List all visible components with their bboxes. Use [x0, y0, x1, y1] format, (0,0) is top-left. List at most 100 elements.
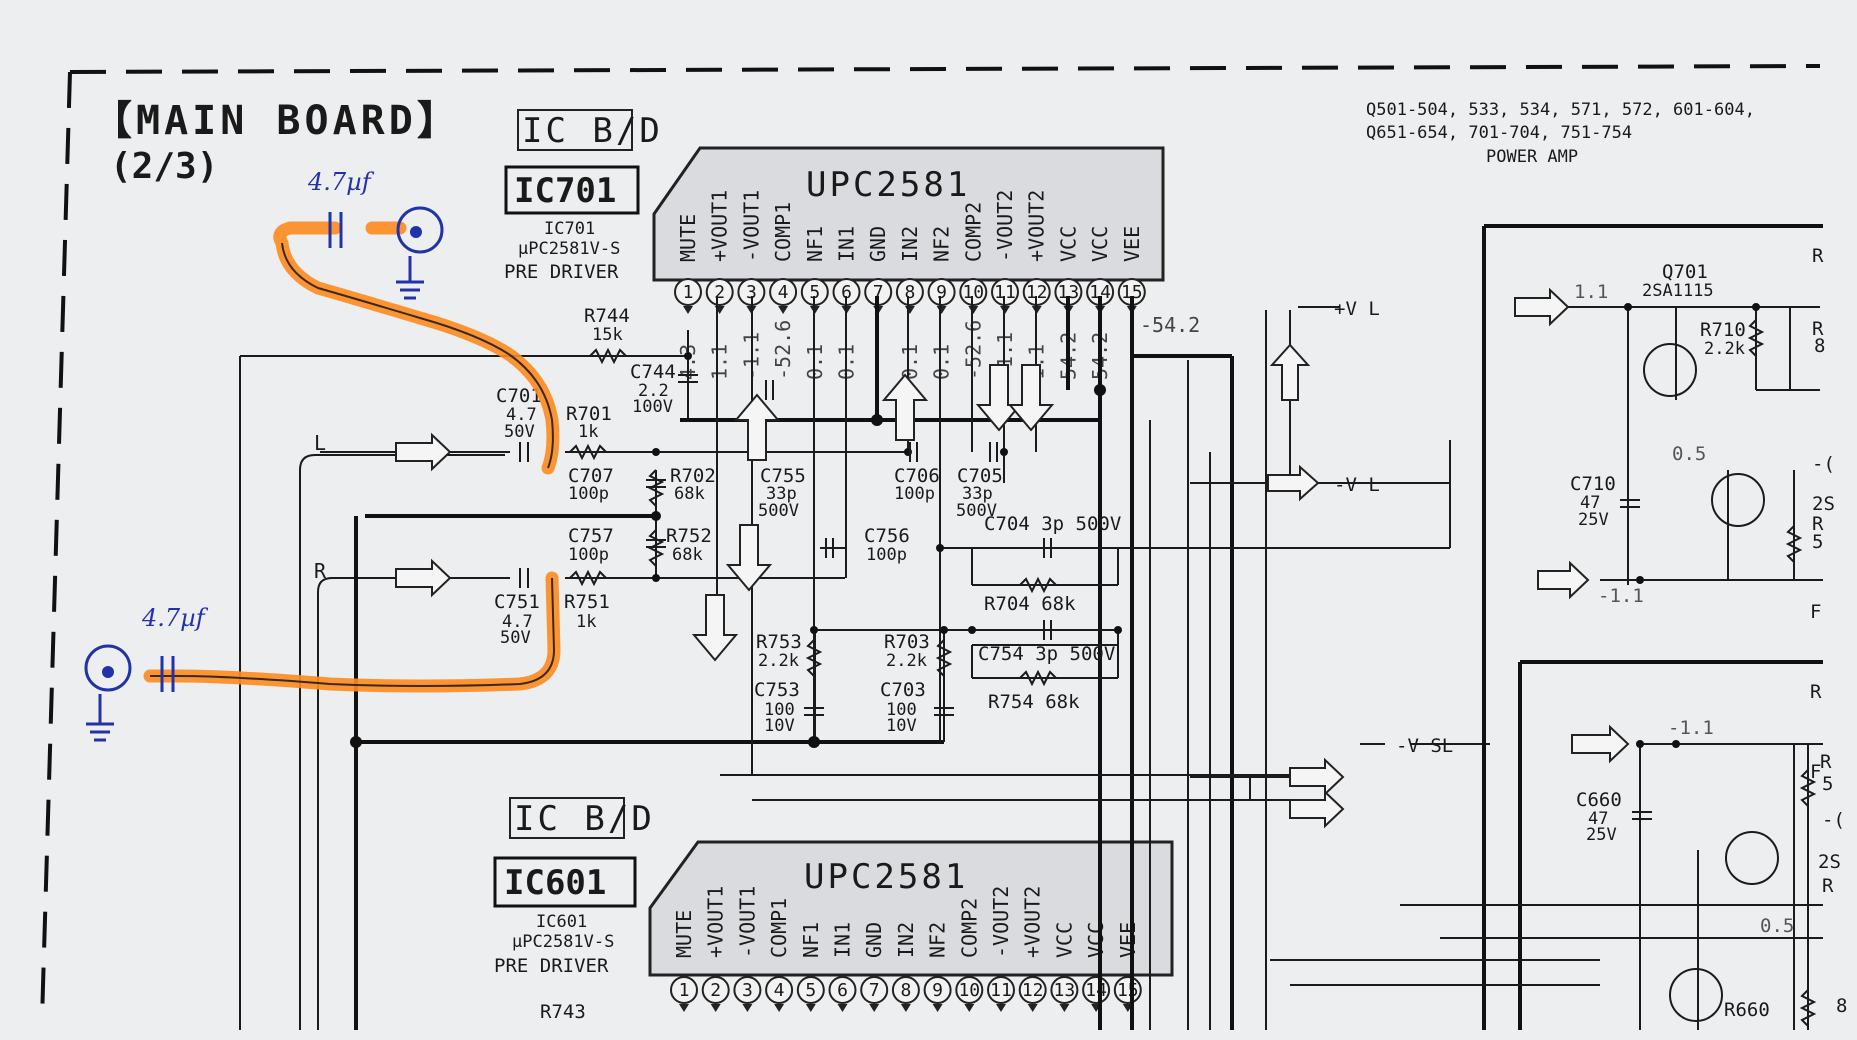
ic701-pin-number-6: 6 [841, 282, 852, 303]
ic701-pin-marker-9 [936, 306, 947, 314]
power-amp-note-line1: Q501-504, 533, 534, 571, 572, 601-604, [1366, 100, 1755, 120]
ic601-pin-1 [670, 976, 698, 1004]
c754-label: C754 3p 500V [978, 643, 1115, 665]
ic701-pin-name-7: GND [866, 226, 890, 262]
ic601-pin-marker-9 [932, 1004, 943, 1012]
q701-part: 2SA1115 [1642, 281, 1714, 301]
ic701-pin-marker-10 [968, 306, 979, 314]
r704-label: R704 68k [984, 593, 1076, 615]
sheet-border [40, 64, 1821, 1021]
ic701-pin-name-10: COMP2 [961, 202, 985, 262]
ic701-pin-voltage-8: 0.1 [898, 344, 922, 380]
ic601-pin-8 [891, 976, 920, 1004]
ic601-pin-5 [796, 976, 825, 1004]
ic601-ref: IC601 [504, 863, 606, 903]
q-lower-transistor [1725, 831, 1779, 885]
q701-ref: Q701 [1662, 261, 1708, 283]
c744-value: 2.2 [638, 381, 669, 401]
c744-ref: C744 [630, 361, 676, 383]
ic701-pin-name-11: -VOUT2 [993, 190, 1017, 262]
c756-value: 100p [866, 545, 907, 565]
c753-voltage: 10V [764, 716, 795, 736]
r702-value: 68k [674, 484, 705, 504]
voltage-q701-emitter: 1.1 [1574, 281, 1608, 303]
r753-ref: R753 [756, 631, 802, 653]
ic601-pin-number-3: 3 [742, 980, 753, 1001]
ic601-pin-2 [701, 976, 730, 1004]
ic701-pin-number-3: 3 [746, 282, 757, 303]
ic701-pins: MUTE1+VOUT12-VOUT13COMP14NF15IN16GND7IN2… [674, 190, 1200, 380]
c701-voltage: 50V [504, 422, 535, 442]
q-mid-transistor [1711, 473, 1765, 527]
c755-voltage: 500V [758, 501, 799, 521]
c705-value: 33p [962, 484, 993, 504]
ic701-pin-number-4: 4 [778, 282, 789, 303]
edge-label-5: R [1812, 513, 1824, 535]
c755-value: 33p [766, 484, 797, 504]
r701-ref: R701 [566, 403, 612, 425]
ic601-pin-name-14: VCC [1084, 922, 1108, 958]
c704-label: C704 3p 500V [984, 513, 1121, 535]
ic601-pin-15 [1113, 976, 1142, 1004]
ic701-pin-number-2: 2 [714, 282, 725, 303]
ic701-tag: IC B/D [522, 111, 663, 151]
edge-label-13: 2S [1818, 851, 1841, 873]
edge-label-7: F [1810, 601, 1821, 623]
r744-value: 15k [592, 325, 623, 345]
ic701-pin-8 [895, 278, 924, 306]
ic701-pin-name-13: VCC [1056, 226, 1080, 262]
ic601-part-line2: µPC2581V-S [512, 932, 614, 952]
ic701-pin-number-8: 8 [904, 282, 915, 303]
ic601-pin-name-9: NF2 [926, 922, 950, 958]
ic601-part-line3: PRE DRIVER [494, 955, 609, 977]
ic701-pin-name-2: +VOUT1 [708, 190, 732, 262]
ic601-pin-10 [955, 976, 984, 1004]
ic701-pin-name-1: MUTE [676, 214, 700, 262]
ic601-pin-4 [765, 976, 794, 1004]
ic701-pin-marker-4 [778, 306, 789, 314]
ic601-pin-marker-12 [1027, 1004, 1038, 1012]
ic601-pin-number-13: 13 [1054, 980, 1076, 1001]
c710-value: 47 [1580, 493, 1600, 513]
r660-ref: R660 [1724, 999, 1770, 1021]
ic701-pin-name-9: NF2 [930, 226, 954, 262]
c707-ref: C707 [568, 465, 614, 487]
ic601-pin-marker-13 [1059, 1004, 1070, 1012]
ic601-pin-number-14: 14 [1085, 980, 1107, 1001]
c660-value: 47 [1588, 809, 1608, 829]
net-mvl-label: -V L [1334, 474, 1380, 496]
ic601-pin-name-13: VCC [1052, 922, 1076, 958]
ic701-pin-number-1: 1 [683, 282, 694, 303]
sheet-subtitle: (2/3) [110, 146, 218, 187]
ic701-part-line3: PRE DRIVER [504, 261, 619, 283]
bottom-cap-annotation: 4.7µf [141, 604, 209, 632]
edge-label-2: 8 [1814, 335, 1825, 357]
ic601-pin-11 [987, 976, 1015, 1004]
edge-label-14: R [1822, 875, 1834, 897]
ic701-ref-box [504, 165, 640, 215]
net-L-label: L [314, 431, 326, 455]
edge-label-9: F [1810, 761, 1821, 783]
hand-annotations: 4.7µf 4.7µf [84, 168, 561, 742]
ic601-pin-7 [860, 976, 889, 1004]
ic601-pin-number-12: 12 [1022, 980, 1044, 1001]
r660-transistor [1669, 968, 1723, 1022]
ic701-pin-marker-8 [904, 306, 915, 314]
ic701-pin-voltage-10: -52.6 [961, 320, 985, 380]
signal-arrows [395, 287, 1630, 829]
ic601-pin-number-15: 15 [1117, 980, 1139, 1001]
ic701-part-line2: µPC2581V-S [518, 239, 620, 259]
ic601-pin-name-2: +VOUT1 [704, 886, 728, 958]
voltage-lower-q: 0.5 [1760, 915, 1794, 937]
ic701-pin-9 [927, 278, 956, 306]
r702-ref: R702 [670, 465, 716, 487]
r752-ref: R752 [666, 525, 712, 547]
ic601-pin-number-8: 8 [900, 980, 911, 1001]
ic601-pin-marker-1 [679, 1004, 689, 1012]
ic701-pin-name-4: COMP1 [771, 202, 795, 262]
ic701-pin-name-12: +VOUT2 [1025, 190, 1049, 262]
ic701-part-line1: IC701 [544, 219, 595, 239]
edge-label-3: -( [1812, 453, 1835, 475]
ic701-pin-2 [705, 278, 734, 306]
